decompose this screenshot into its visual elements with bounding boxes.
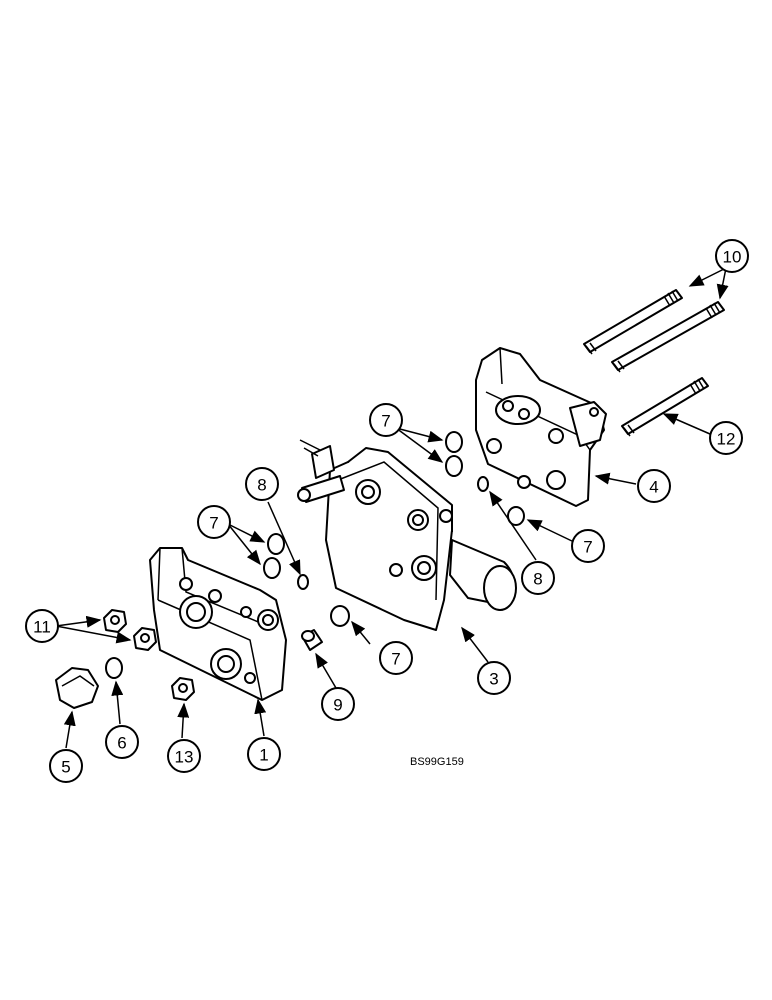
insert-part-9 bbox=[301, 629, 323, 651]
end-cover-part-4 bbox=[475, 347, 607, 507]
callout-10: 10 bbox=[715, 239, 749, 273]
tie-rod-part-12 bbox=[621, 377, 709, 437]
svg-text:10: 10 bbox=[723, 248, 742, 267]
plug-part-5 bbox=[55, 667, 99, 709]
callout-8-right: 8 bbox=[521, 561, 555, 595]
svg-text:7: 7 bbox=[381, 412, 390, 431]
callout-8-left: 8 bbox=[245, 467, 279, 501]
svg-text:3: 3 bbox=[489, 670, 498, 689]
callout-7-middle: 7 bbox=[379, 641, 413, 675]
o-rings-part-7 bbox=[263, 431, 525, 627]
svg-text:13: 13 bbox=[175, 748, 194, 767]
svg-text:8: 8 bbox=[257, 476, 266, 495]
callout-12: 12 bbox=[709, 421, 743, 455]
nut-part-13 bbox=[171, 677, 195, 701]
figure-code: BS99G159 bbox=[410, 756, 464, 768]
svg-text:7: 7 bbox=[583, 538, 592, 557]
callout-5: 5 bbox=[49, 749, 83, 783]
callout-4: 4 bbox=[637, 469, 671, 503]
seals-part-8 bbox=[297, 476, 489, 590]
svg-text:7: 7 bbox=[209, 514, 218, 533]
leader-lines bbox=[55, 267, 729, 749]
callout-7-right: 7 bbox=[571, 529, 605, 563]
svg-text:1: 1 bbox=[259, 746, 268, 765]
tie-rods-part-10 bbox=[583, 289, 725, 373]
svg-text:6: 6 bbox=[117, 734, 126, 753]
svg-text:5: 5 bbox=[61, 758, 70, 777]
callout-6: 6 bbox=[105, 725, 139, 759]
svg-text:7: 7 bbox=[391, 650, 400, 669]
svg-text:11: 11 bbox=[33, 618, 51, 637]
nuts-part-11 bbox=[103, 609, 157, 651]
washer-part-6 bbox=[105, 657, 123, 679]
callout-3: 3 bbox=[477, 661, 511, 695]
svg-text:9: 9 bbox=[333, 696, 342, 715]
callout-9: 9 bbox=[321, 687, 355, 721]
svg-text:12: 12 bbox=[717, 430, 736, 449]
end-cover-part-1 bbox=[149, 547, 287, 701]
callout-13: 13 bbox=[167, 739, 201, 773]
callout-11: 11 bbox=[25, 609, 59, 643]
valve-body-part-3 bbox=[297, 439, 517, 631]
callout-7-left: 7 bbox=[197, 505, 231, 539]
svg-text:8: 8 bbox=[533, 570, 542, 589]
callout-1: 1 bbox=[247, 737, 281, 771]
callout-7-top: 7 bbox=[369, 403, 403, 437]
svg-text:4: 4 bbox=[649, 478, 658, 497]
